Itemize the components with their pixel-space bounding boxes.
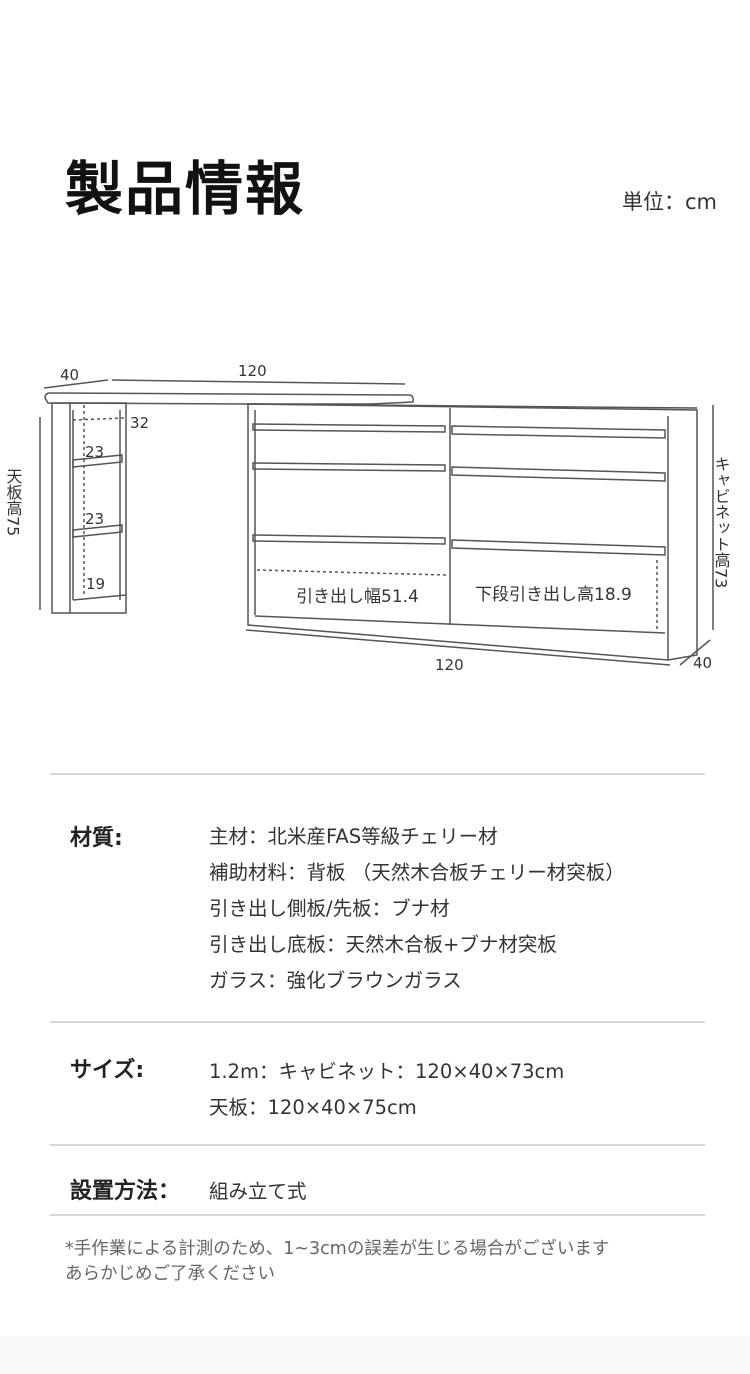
note-line-2: あらかじめご了承ください <box>65 1264 275 1284</box>
shelf-1-label: 23 <box>85 443 104 461</box>
install-value: 組み立て式 <box>209 1180 307 1203</box>
shelf-2-label: 23 <box>85 510 104 528</box>
divider <box>50 1144 705 1146</box>
bottom-drawer-height-label: 下段引き出し高18.9 <box>475 585 632 605</box>
size-item: 1.2m：キャビネット：120×40×73cm <box>209 1060 565 1083</box>
top-height-label: 天板高75 <box>4 468 23 536</box>
drawer-handle <box>252 423 446 433</box>
footer-band <box>0 1336 750 1374</box>
dimension-line <box>679 639 711 666</box>
divider <box>50 1214 705 1216</box>
dimension-line <box>111 379 406 385</box>
page-title: 製品情報 <box>65 155 306 223</box>
dimension-line <box>245 629 671 666</box>
drawer-handle <box>451 466 666 482</box>
cabinet-height-label: キャビネット高73 <box>712 456 731 588</box>
drawer-handle <box>252 534 446 545</box>
material-item: 補助材料：背板 （天然木合板チェリー材突板） <box>209 861 625 884</box>
divider <box>50 1021 705 1023</box>
drawer-width-label: 引き出し幅51.4 <box>296 587 419 607</box>
material-label: 材質: <box>70 826 123 851</box>
material-item: 主材：北米産FAS等級チェリー材 <box>209 825 498 848</box>
desk-top <box>44 392 414 405</box>
cabinet-width-label: 120 <box>435 656 464 674</box>
furniture-drawing <box>39 379 714 666</box>
note-line-1: *手作業による計測のため、1~3cmの誤差が生じる場合がございます <box>65 1239 610 1259</box>
cabinet <box>247 403 698 661</box>
shelf-3-label: 19 <box>86 575 105 593</box>
dimension-line <box>43 379 109 389</box>
material-item: 引き出し側板/先板：ブナ材 <box>209 897 450 920</box>
dimension-diagram: 40 120 32 23 23 19 天板高75 引き出し幅51.4 下段引き出… <box>4 362 731 674</box>
size-label: サイズ: <box>70 1058 145 1083</box>
top-width-label: 120 <box>238 362 267 380</box>
shelf-top-label: 32 <box>130 414 149 432</box>
install-label: 設置方法： <box>70 1179 181 1204</box>
material-item: 引き出し底板：天然木合板+ブナ材突板 <box>209 933 557 956</box>
shelf-unit <box>51 402 127 614</box>
cabinet-depth-label: 40 <box>693 654 712 672</box>
material-item: ガラス：強化ブラウンガラス <box>209 969 462 992</box>
top-depth-label: 40 <box>60 366 79 384</box>
drawer-handle <box>451 425 666 439</box>
unit-label: 単位：cm <box>622 190 718 214</box>
size-item: 天板：120×40×75cm <box>209 1096 417 1119</box>
divider <box>50 773 705 775</box>
drawer-handle <box>451 539 666 556</box>
drawer-handle <box>252 462 446 472</box>
